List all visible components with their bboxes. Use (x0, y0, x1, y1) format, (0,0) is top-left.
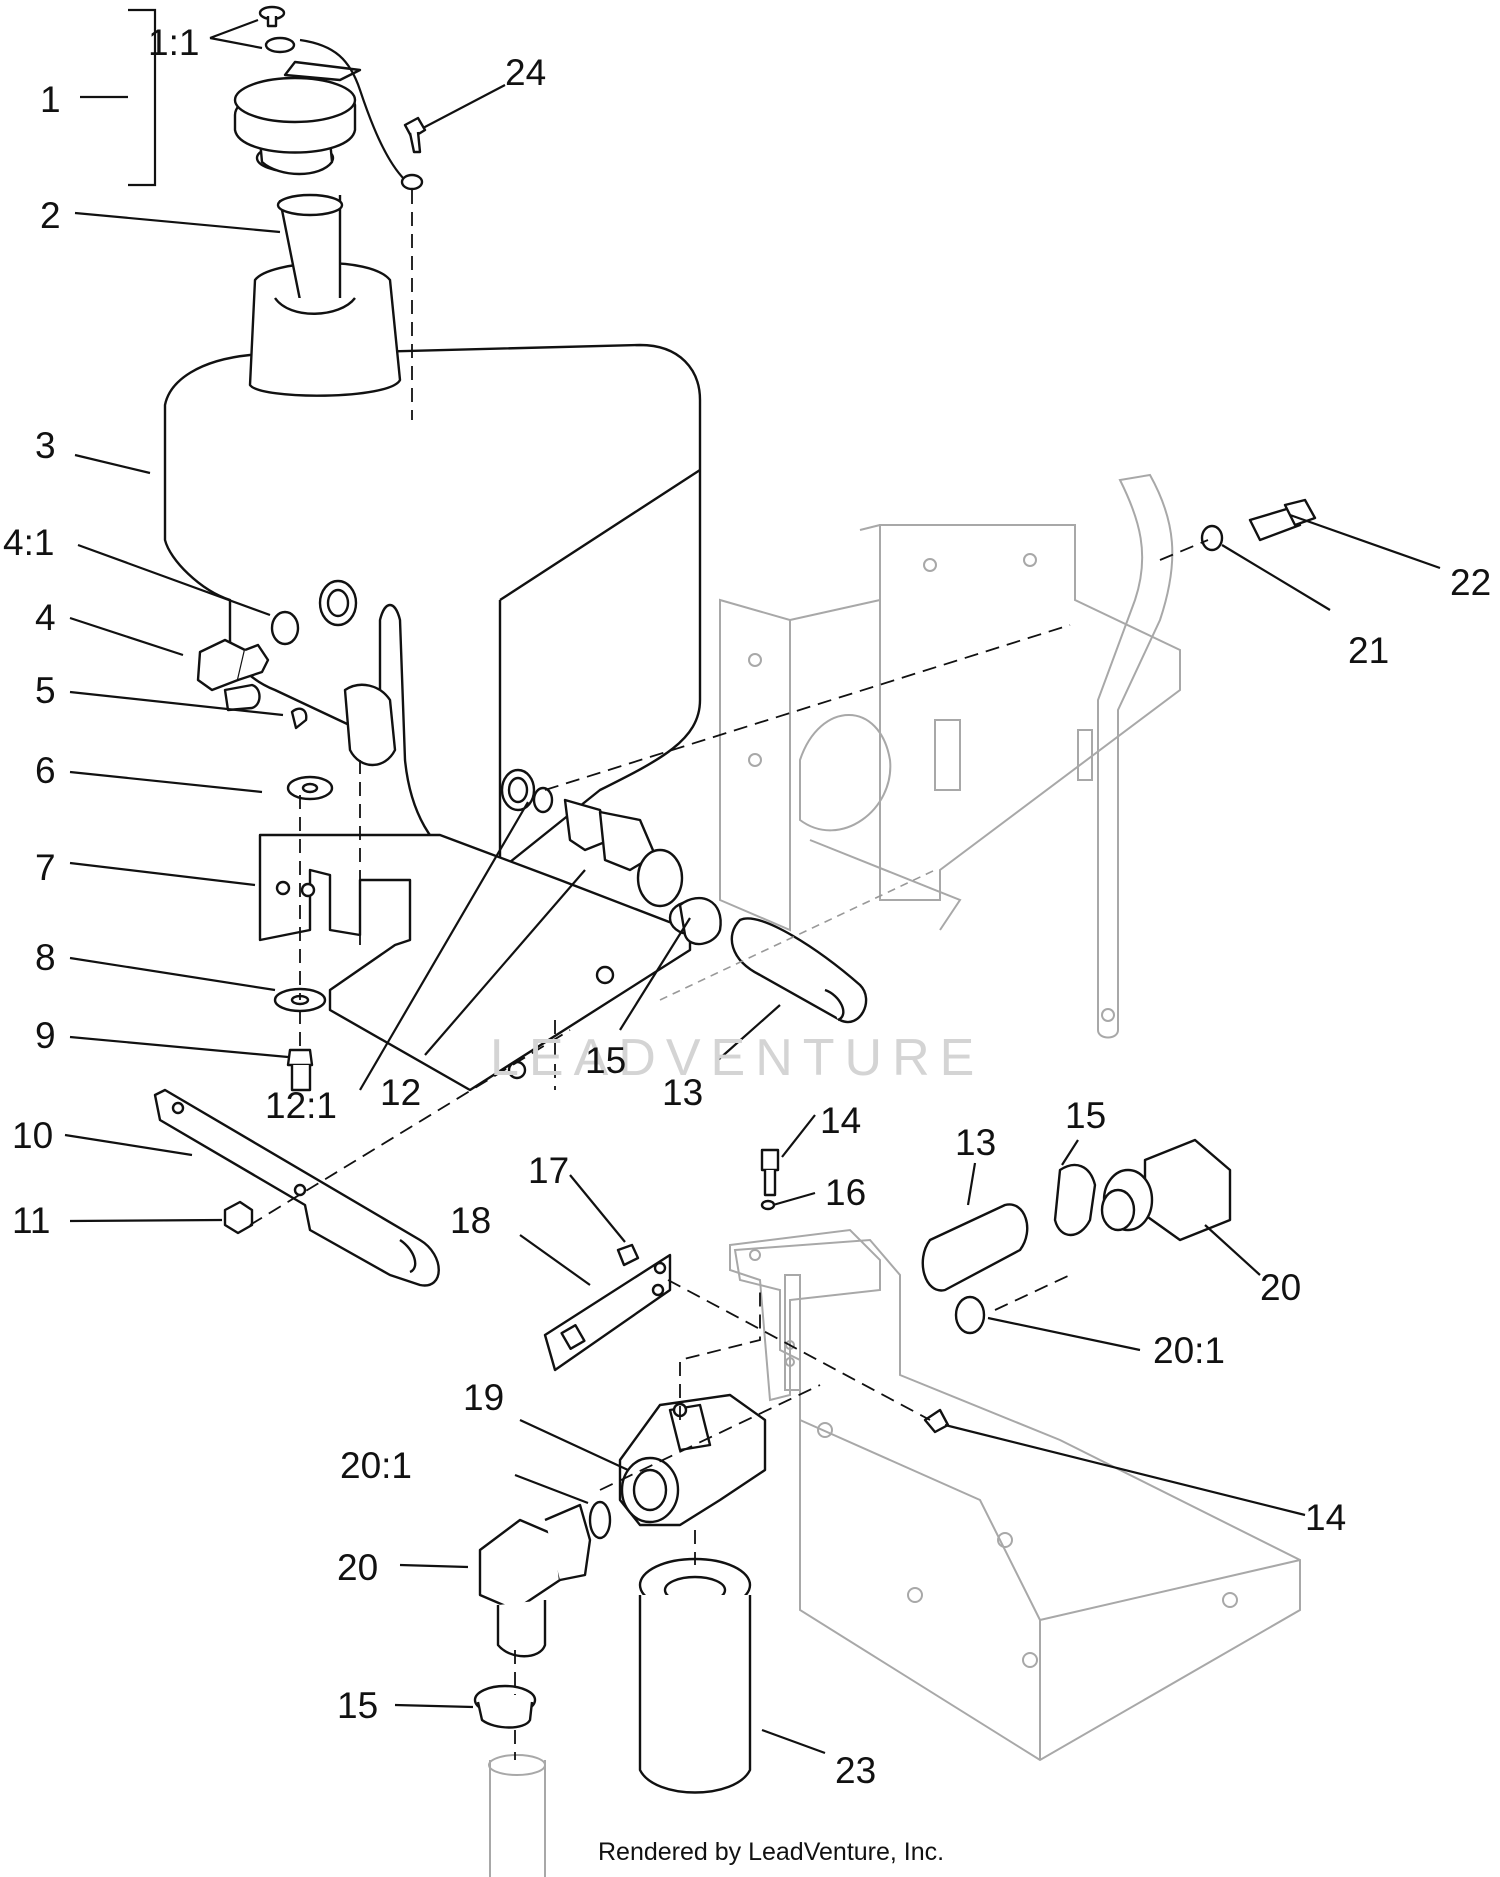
callout-15-b: 15 (1065, 1095, 1106, 1136)
callout-9: 9 (35, 1015, 56, 1056)
callout-1: 1 (40, 79, 61, 120)
callout-20-a: 20 (1260, 1267, 1301, 1308)
lower-frame-ghost (733, 1238, 1301, 1762)
callout-20-b: 20 (337, 1547, 378, 1588)
callout-13-b: 13 (955, 1122, 996, 1163)
callout-21: 21 (1348, 630, 1389, 671)
elbow-fitting-20-upper (921, 1138, 1232, 1335)
callout-18: 18 (450, 1200, 491, 1241)
leader-lines (64, 8, 1441, 1755)
callout-20-1-a: 20:1 (1153, 1330, 1225, 1371)
elbow-fitting-4 (196, 579, 397, 767)
callout-15-a: 15 (585, 1040, 626, 1081)
assembly-guide-lines (249, 190, 1209, 1760)
elbow-fitting-20-lower (473, 1500, 612, 1877)
screw-24 (403, 116, 427, 154)
bracket-ghost-14 (729, 1148, 950, 1434)
footer-credit: Rendered by LeadVenture, Inc. (598, 1838, 944, 1866)
fuel-cap (233, 5, 424, 191)
callout-7: 7 (35, 847, 56, 888)
filter-23 (638, 1557, 752, 1794)
callout-6: 6 (35, 750, 56, 791)
callout-12: 12 (380, 1072, 421, 1113)
callout-24: 24 (505, 52, 546, 93)
callout-12-1: 12:1 (265, 1085, 337, 1126)
callout-15-c: 15 (337, 1685, 378, 1726)
callout-16: 16 (825, 1172, 866, 1213)
callout-20-1-b: 20:1 (340, 1445, 412, 1486)
callout-17: 17 (528, 1150, 569, 1191)
callout-4-1: 4:1 (3, 522, 54, 563)
callout-2: 2 (40, 195, 61, 236)
callout-3: 3 (35, 425, 56, 466)
callout-labels: 1 1:1 24 2 3 4:1 4 5 6 7 8 9 10 11 12:1 … (3, 22, 1491, 1791)
filter-head-19 (618, 1393, 767, 1527)
fuel-tank (163, 193, 702, 872)
bracket-7 (258, 775, 692, 1092)
plate-18 (543, 1243, 672, 1372)
fitting-12 (500, 768, 868, 1024)
callout-4: 4 (35, 597, 56, 638)
callout-1-1: 1:1 (148, 22, 199, 63)
callout-11: 11 (12, 1200, 50, 1241)
callout-8: 8 (35, 937, 56, 978)
callout-14-b: 14 (1305, 1497, 1346, 1538)
callout-13-a: 13 (662, 1072, 703, 1113)
callout-14-a: 14 (820, 1100, 861, 1141)
callout-22: 22 (1450, 562, 1491, 603)
callout-5: 5 (35, 670, 56, 711)
callout-10: 10 (12, 1115, 53, 1156)
frame-bracket-ghost (719, 473, 1181, 1039)
strap-10 (153, 1088, 440, 1287)
watermark: LEADVENTURE (490, 1029, 984, 1087)
callout-19: 19 (463, 1377, 504, 1418)
callout-23: 23 (835, 1750, 876, 1791)
bolt-22 (1200, 498, 1317, 552)
